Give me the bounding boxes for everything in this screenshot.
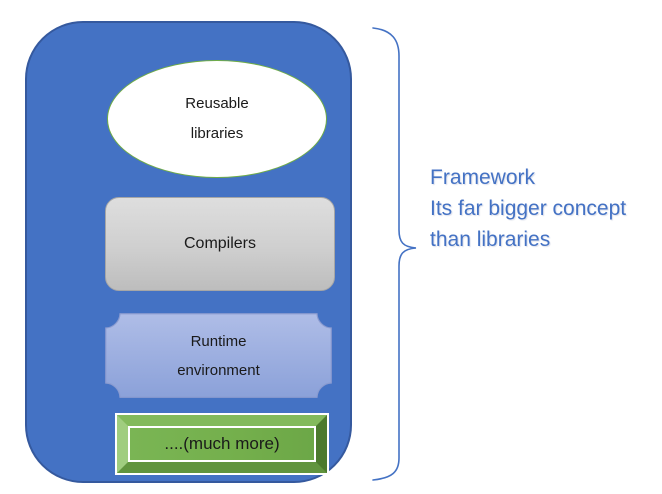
much-more-bevel-face: ....(much more) (128, 426, 316, 462)
much-more-bevel: ....(much more) (115, 413, 329, 475)
plaque-shape-graphic (105, 313, 332, 398)
compilers-label: Compilers (183, 235, 256, 252)
annotation-line2: Its far bigger concept (430, 197, 627, 220)
runtime-label-line2: environment (177, 361, 260, 379)
framework-annotation: Framework Its far bigger concept than li… (430, 162, 662, 255)
runtime-environment-label: Runtime environment (105, 313, 332, 398)
reusable-libraries-label-line2: libraries (190, 125, 244, 142)
much-more-label: ....(much more) (164, 434, 280, 453)
compilers-box: Compilers (105, 197, 335, 291)
annotation-line3: than libraries (430, 228, 551, 251)
reusable-libraries-label-line1: Reusable (185, 95, 249, 112)
framework-container-shape: Reusable libraries Compilers Runtime env… (25, 21, 352, 483)
runtime-label-line1: Runtime (190, 332, 247, 350)
right-brace-icon (372, 27, 417, 481)
runtime-environment-plaque: Runtime environment (105, 313, 332, 398)
annotation-line1: Framework (430, 166, 536, 189)
reusable-libraries-ellipse: Reusable libraries (107, 60, 327, 178)
